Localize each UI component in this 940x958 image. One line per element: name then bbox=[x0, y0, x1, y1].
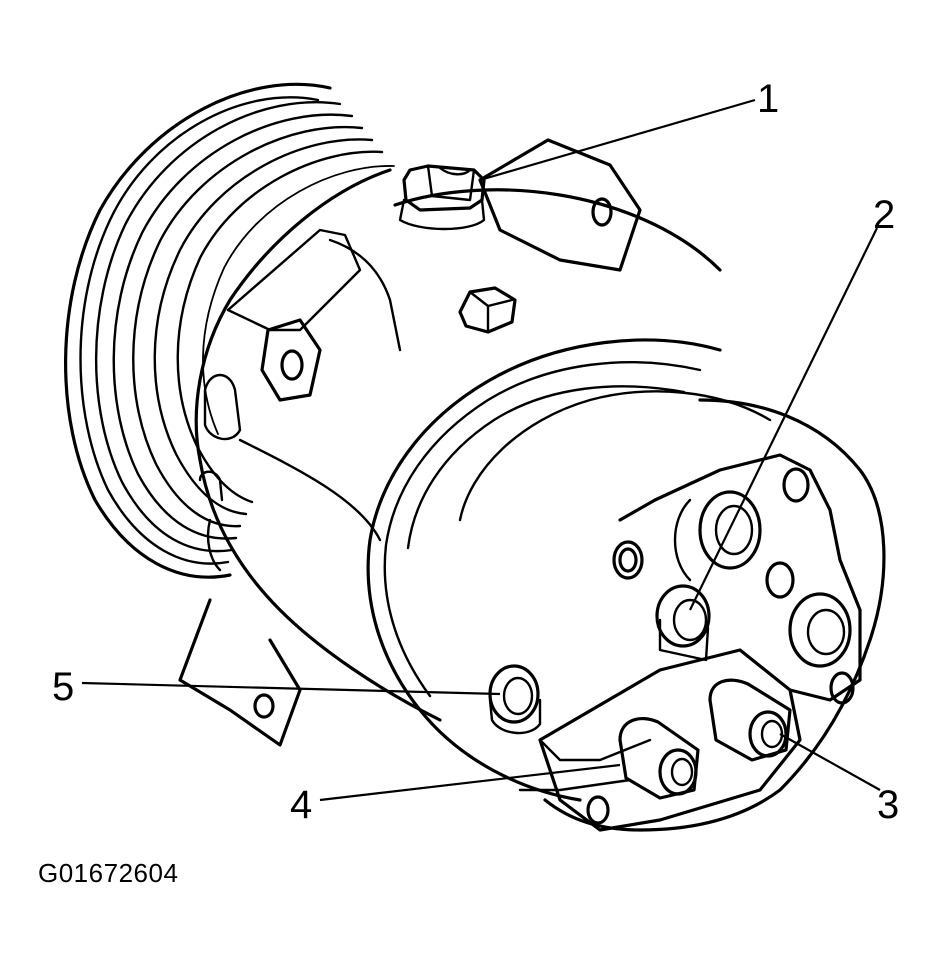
callout-4: 4 bbox=[290, 783, 312, 827]
leader-lines bbox=[81, 98, 881, 802]
leader-line-1 bbox=[479, 98, 756, 182]
leader-line-4 bbox=[319, 763, 621, 802]
callout-2: 2 bbox=[873, 193, 895, 237]
compressor-housing bbox=[178, 138, 722, 747]
leader-line-5 bbox=[81, 681, 501, 696]
figure-code: G01672604 bbox=[38, 858, 179, 888]
sensor-block bbox=[518, 648, 802, 832]
rear-manifold bbox=[543, 398, 886, 832]
callout-5: 5 bbox=[52, 665, 74, 709]
callout-3: 3 bbox=[877, 783, 899, 827]
leader-line-2 bbox=[689, 227, 878, 611]
leader-line-3 bbox=[779, 733, 881, 791]
pulley bbox=[64, 82, 395, 579]
callout-1: 1 bbox=[757, 77, 779, 121]
service-port bbox=[488, 664, 542, 735]
pressure-relief-fitting bbox=[398, 164, 486, 231]
